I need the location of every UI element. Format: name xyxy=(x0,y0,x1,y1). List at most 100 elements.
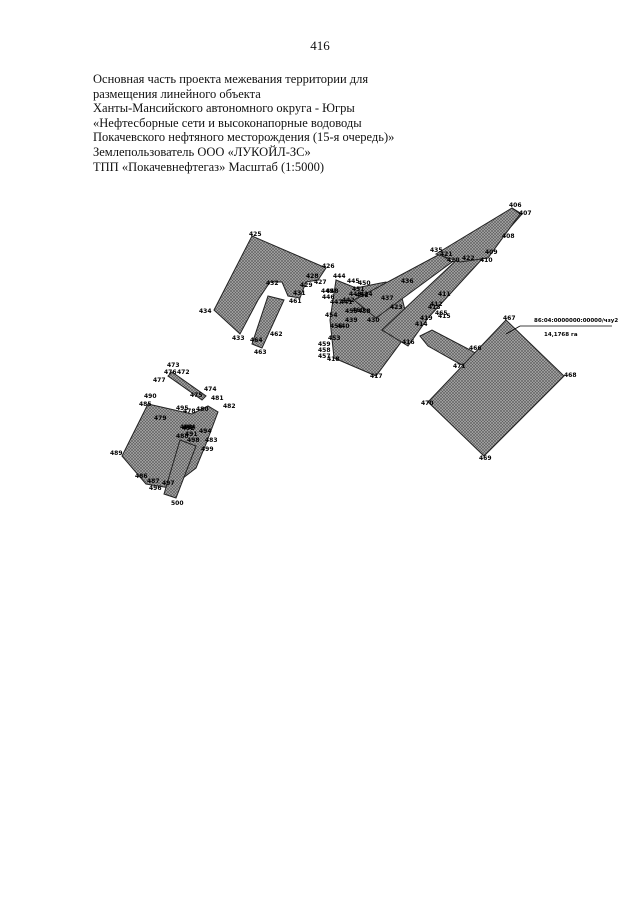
point-label: 496 xyxy=(149,485,162,492)
point-label: 406 xyxy=(509,202,522,209)
parcel-lower-left-main xyxy=(121,403,219,489)
point-label: 411 xyxy=(438,291,451,298)
point-label: 476 xyxy=(164,369,177,376)
point-label: 498 xyxy=(187,437,200,444)
callout-area: 14,1768 га xyxy=(544,332,578,338)
point-label: 495 xyxy=(176,405,189,412)
point-label: 444 xyxy=(333,273,346,280)
point-label: 439 xyxy=(345,317,358,324)
point-label: 461 xyxy=(289,298,302,305)
point-label: 458 xyxy=(318,347,331,354)
point-label: 462 xyxy=(270,331,283,338)
header-line-4: «Нефтесборные сети и высоконапорные водо… xyxy=(93,115,362,130)
point-label: 436 xyxy=(401,278,414,285)
header-line-7: ТПП «Покачевнефтегаз» Масштаб (1:5000) xyxy=(93,159,325,174)
point-label: 429 xyxy=(300,282,313,289)
point-label: 475 xyxy=(190,392,203,399)
point-label: 412 xyxy=(430,301,443,308)
parcel-upper-left xyxy=(213,235,327,335)
header-line-6: Землепользователь ООО «ЛУКОЙЛ-ЗС» xyxy=(93,144,311,159)
parcel-lower-left-strip xyxy=(163,439,197,499)
header-line-3: Ханты-Мансийского автономного округа - Ю… xyxy=(93,101,355,116)
point-label: 464 xyxy=(250,337,263,344)
point-label: 410 xyxy=(480,257,493,264)
point-label: 422 xyxy=(462,255,475,262)
point-label: 470 xyxy=(421,400,434,407)
point-label: 415 xyxy=(438,313,451,320)
parcel-road-diagonal xyxy=(353,253,453,319)
point-label: 409 xyxy=(485,249,498,256)
point-label: 453 xyxy=(328,335,341,342)
header-line-2: размещения линейного объекта xyxy=(93,86,261,101)
parcel-lower-left-frame xyxy=(167,371,207,401)
point-label: 468 xyxy=(564,372,577,379)
point-label: 451 xyxy=(352,286,365,293)
point-label: 414 xyxy=(415,321,428,328)
point-label: 441 xyxy=(340,299,353,306)
point-label: 465 xyxy=(435,310,448,317)
point-label: 448 xyxy=(326,288,339,295)
point-label: 424 xyxy=(360,291,373,298)
point-label: 482 xyxy=(223,403,236,410)
point-label: 459 xyxy=(318,341,331,348)
point-label: 473 xyxy=(167,362,180,369)
point-label: 442 xyxy=(342,297,355,304)
header-line-1: Основная часть проекта межевания террито… xyxy=(93,72,369,86)
point-label: 445 xyxy=(347,278,360,285)
point-label: 460 xyxy=(352,307,365,314)
point-label: 493 xyxy=(180,424,193,431)
point-label: 488 xyxy=(176,433,189,440)
point-label: 435 xyxy=(430,247,443,254)
point-label: 474 xyxy=(204,386,217,393)
point-label: 446 xyxy=(322,294,335,301)
point-label: 471 xyxy=(453,363,466,370)
point-label: 486 xyxy=(135,473,148,480)
point-label: 480 xyxy=(196,406,209,413)
point-label: 491 xyxy=(185,431,198,438)
point-label: 452 xyxy=(356,292,369,299)
point-label: 479 xyxy=(154,415,167,422)
point-label: 447 xyxy=(330,299,343,306)
callout-leader xyxy=(505,325,521,335)
point-labels: 4064074084094104114124134144154164174184… xyxy=(110,202,577,507)
point-label: 413 xyxy=(428,304,441,311)
point-label: 489 xyxy=(110,450,123,457)
point-label: 425 xyxy=(249,231,262,238)
point-label: 416 xyxy=(402,339,415,346)
point-label: 431 xyxy=(293,290,306,297)
point-label: 490 xyxy=(144,393,157,400)
parcel-large-467 xyxy=(427,319,565,457)
point-label: 469 xyxy=(479,455,492,462)
callout-cadastral: 86:04:0000000:00000/чзу2 xyxy=(534,318,618,324)
point-label: 485 xyxy=(139,401,152,408)
point-label: 472 xyxy=(177,369,190,376)
point-label: 478 xyxy=(183,408,196,415)
point-label: 487 xyxy=(147,478,160,485)
point-label: 500 xyxy=(171,500,184,507)
point-label: 427 xyxy=(314,279,327,286)
document-header: Основная часть проекта межевания террито… xyxy=(93,72,513,174)
point-label: 440 xyxy=(337,323,350,330)
point-label: 497 xyxy=(162,480,175,487)
point-label: 443 xyxy=(349,291,362,298)
point-label: 456 xyxy=(330,323,343,330)
page-number: 416 xyxy=(310,38,330,53)
point-label: 428 xyxy=(306,273,319,280)
point-label: 438 xyxy=(358,308,371,315)
point-label: 434 xyxy=(199,308,212,315)
point-label: 463 xyxy=(254,349,267,356)
point-label: 484 xyxy=(183,424,196,431)
point-label: 421 xyxy=(440,251,453,258)
point-label: 492 xyxy=(182,425,195,432)
point-label: 407 xyxy=(519,210,532,217)
point-label: 432 xyxy=(266,280,279,287)
point-label: 494 xyxy=(199,428,212,435)
point-label: 450 xyxy=(358,280,371,287)
point-label: 420 xyxy=(447,257,460,264)
point-label: 423 xyxy=(390,304,403,311)
point-label: 481 xyxy=(211,395,224,402)
point-label: 455 xyxy=(345,308,358,315)
point-label: 467 xyxy=(503,315,516,322)
point-label: 466 xyxy=(469,345,482,352)
